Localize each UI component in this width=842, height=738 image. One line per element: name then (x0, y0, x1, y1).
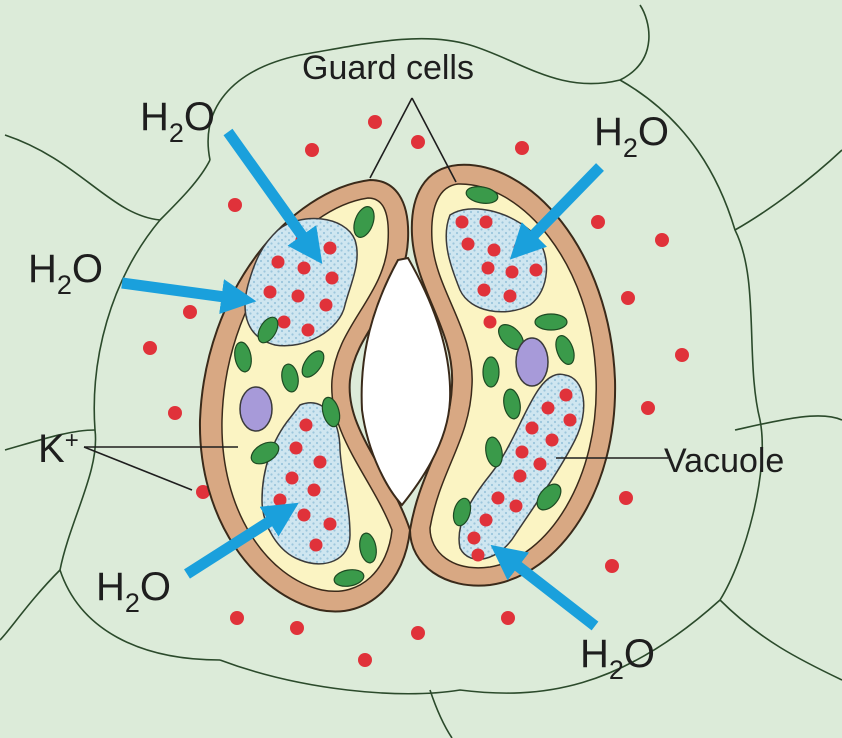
potassium-ion-dot (230, 611, 244, 625)
potassium-ion-dot (228, 198, 242, 212)
water-subscript: 2 (125, 588, 140, 618)
chloroplast (535, 314, 567, 330)
water-subscript: 2 (609, 655, 624, 685)
potassium-ion-dot (605, 559, 619, 573)
potassium-charge: + (65, 427, 79, 454)
potassium-ion-dot (358, 653, 372, 667)
water-o: O (624, 632, 655, 676)
water-h: H (594, 110, 623, 154)
potassium-ion-dot (290, 621, 304, 635)
label-vacuole: Vacuole (664, 442, 784, 480)
potassium-ion-dot (515, 141, 529, 155)
water-h: H (28, 247, 57, 291)
potassium-ion-dot (619, 491, 633, 505)
potassium-ion-dot (641, 401, 655, 415)
water-o: O (638, 110, 669, 154)
water-subscript: 2 (623, 133, 638, 163)
potassium-ion-dot (591, 215, 605, 229)
water-h: H (140, 95, 169, 139)
potassium-ion-dot (368, 115, 382, 129)
water-h: H (580, 632, 609, 676)
water-o: O (140, 565, 171, 609)
potassium-ion-dot (143, 341, 157, 355)
label-guard-cells: Guard cells (302, 49, 474, 87)
potassium-ion-dot (655, 233, 669, 247)
potassium-ion-dot (501, 611, 515, 625)
nucleus (516, 338, 548, 386)
potassium-ion-dot (183, 305, 197, 319)
water-h: H (96, 565, 125, 609)
potassium-symbol: K (38, 427, 65, 471)
water-subscript: 2 (57, 270, 72, 300)
potassium-ion-dot (305, 143, 319, 157)
potassium-ion-dot (411, 626, 425, 640)
nucleus (240, 387, 272, 431)
potassium-ion-dot (411, 135, 425, 149)
chloroplast (483, 357, 499, 387)
potassium-ion-dot (621, 291, 635, 305)
potassium-ion-dot (168, 406, 182, 420)
water-subscript: 2 (169, 118, 184, 148)
water-o: O (72, 247, 103, 291)
water-o: O (184, 95, 215, 139)
potassium-ion-dot (675, 348, 689, 362)
